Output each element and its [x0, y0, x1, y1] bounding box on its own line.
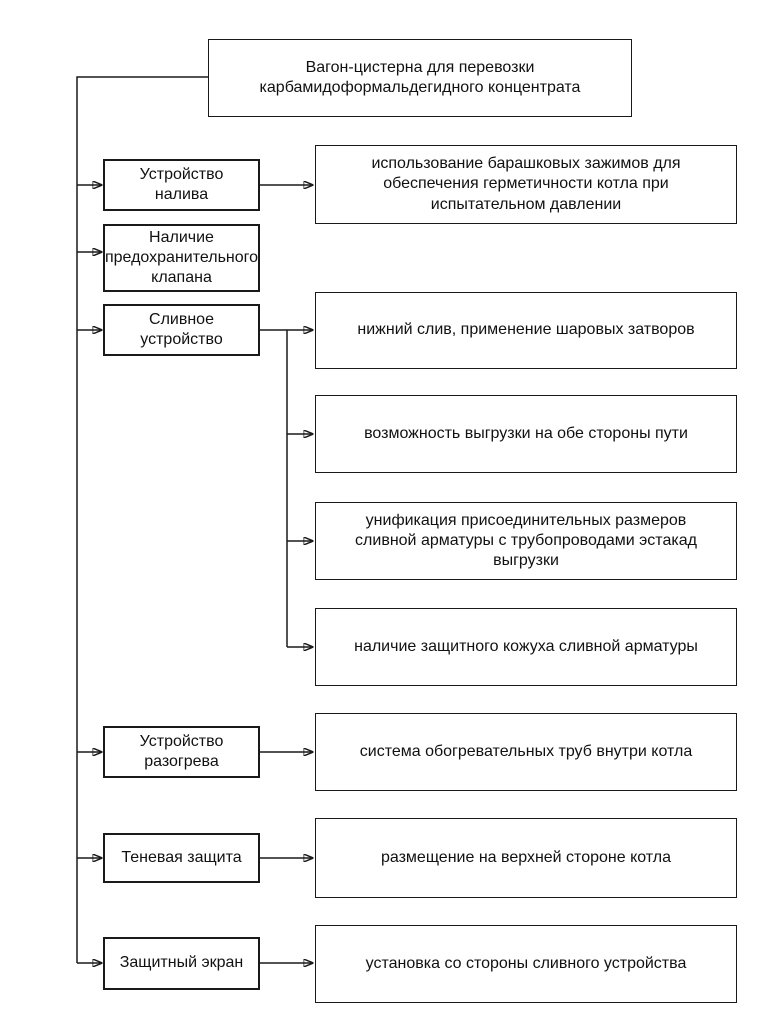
detail-unified-dimensions: унификация присоединительных размеров сл…	[315, 502, 737, 580]
trunk-line	[76, 76, 208, 963]
node-heating-device: Устройство разогрева	[103, 726, 260, 778]
detail-bottom-drain: нижний слив, применение шаровых затворов	[315, 292, 737, 369]
node-safety-valve: Наличие предохранительного клапана	[103, 224, 260, 292]
node-shade-protection: Теневая защита	[103, 833, 260, 883]
detail-both-sides-unloading: возможность выгрузки на обе стороны пути	[315, 395, 737, 473]
detail-protective-casing: наличие защитного кожуха сливной арматур…	[315, 608, 737, 686]
node-protective-screen: Защитный экран	[103, 937, 260, 990]
node-tank-wagon: Вагон-цистерна для перевозки карбамидофо…	[208, 39, 632, 117]
node-filling-device: Устройство налива	[103, 159, 260, 211]
detail-heating-pipes: система обогревательных труб внутри котл…	[315, 713, 737, 791]
detail-wing-clamps: использование барашковых зажимов для обе…	[315, 145, 737, 224]
detail-top-placement: размещение на верхней стороне котла	[315, 818, 737, 898]
node-drain-device: Сливное устройство	[103, 304, 260, 356]
detail-drain-side-installation: установка со стороны сливного устройства	[315, 925, 737, 1003]
